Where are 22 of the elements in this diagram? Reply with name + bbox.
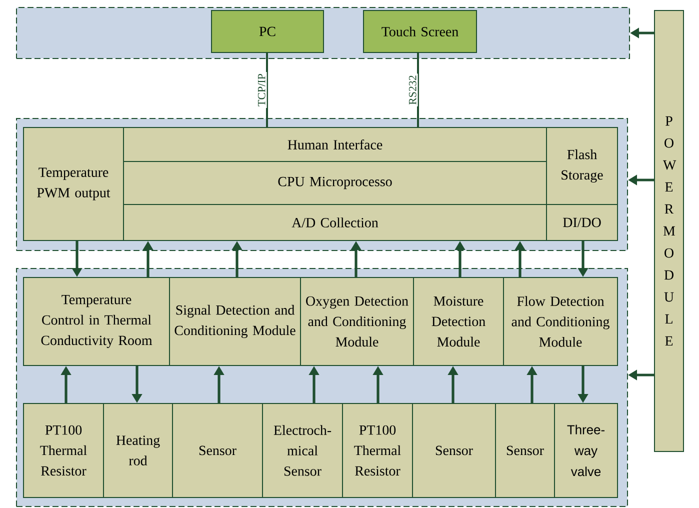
module-box: Flow Detection and Conditioning Module	[503, 277, 618, 366]
edge-label: TCP/IP	[256, 72, 267, 108]
module-box: Sensor	[172, 403, 263, 498]
module-box: PT100 Thermal Resistor	[23, 403, 104, 498]
module-box: Temperature PWM output	[23, 127, 124, 241]
device-box: Touch Screen	[363, 10, 477, 53]
device-box: PC	[211, 10, 324, 53]
module-box: DI/DO	[546, 204, 618, 241]
module-box: Electroch-mical Sensor	[262, 403, 343, 498]
module-box: PT100 Thermal Resistor	[342, 403, 413, 498]
module-box: Sensor	[495, 403, 555, 498]
module-box: Three-way valve	[554, 403, 618, 498]
connector-line	[417, 53, 419, 127]
module-box: Heating rod	[103, 403, 173, 498]
edge-label: RS232	[407, 74, 418, 106]
connector-line	[266, 53, 268, 127]
power-module-bar: P O W E R M O D U L E	[654, 10, 684, 452]
module-box: Moisture Detection Module	[413, 277, 504, 366]
module-box: Oxygen Detection and Conditioning Module	[300, 277, 414, 366]
module-box: Temperature Control in Thermal Conductivity Room	[23, 277, 170, 366]
module-box: Sensor	[412, 403, 496, 498]
module-box: Signal Detection and Conditioning Module	[169, 277, 301, 366]
